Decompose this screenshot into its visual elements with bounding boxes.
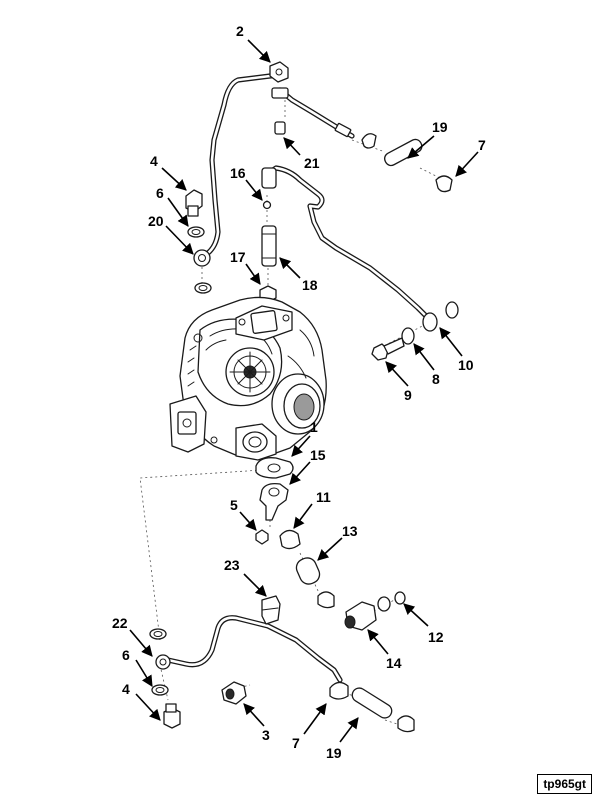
- clamp-part-7-lower: [329, 681, 349, 700]
- gasket-part-1: [255, 457, 294, 479]
- washer-part-22: [149, 628, 167, 640]
- callout-2: 2: [236, 23, 244, 39]
- tube-bracket-part-23: [261, 595, 281, 625]
- oring-part-12b: [394, 591, 406, 605]
- callout-18: 18: [302, 277, 318, 293]
- callout-6-lower: 6: [122, 647, 130, 663]
- capscrew-part-5: [255, 529, 269, 545]
- sleeve-part-21: [274, 121, 286, 135]
- callout-23: 23: [224, 557, 240, 573]
- upper-supply-tube: [199, 72, 355, 260]
- oring-part-16: [262, 200, 272, 210]
- banjo-fitting-right: [422, 312, 438, 332]
- callout-10: 10: [458, 357, 474, 373]
- callout-14: 14: [386, 655, 402, 671]
- washer-part-6-lower: [151, 684, 169, 696]
- callout-21: 21: [304, 155, 320, 171]
- callout-13: 13: [342, 523, 358, 539]
- callout-16: 16: [230, 165, 246, 181]
- callout-7-lower: 7: [292, 735, 300, 751]
- callout-7-upper: 7: [478, 137, 486, 153]
- callout-4-upper: 4: [150, 153, 158, 169]
- clamp-part-11: [279, 529, 301, 550]
- bolt-part-9: [371, 343, 389, 361]
- callout-19-lower: 19: [326, 745, 342, 761]
- callout-6-upper: 6: [156, 185, 164, 201]
- nut-part-2: [269, 61, 289, 83]
- oring-part-12a: [377, 596, 391, 612]
- callout-4-lower: 4: [122, 681, 130, 697]
- lower-return-tube: [165, 595, 343, 683]
- callout-12: 12: [428, 629, 444, 645]
- callout-5: 5: [230, 497, 238, 513]
- adapter-part-18: [261, 225, 277, 267]
- banjo-part-20: [193, 249, 211, 267]
- drain-parts: [255, 457, 406, 631]
- clamp-part-7-upper-b: [435, 175, 453, 193]
- turbocharger-body: [169, 296, 327, 461]
- drain-adapter-part-15: [259, 482, 289, 521]
- tube-bracket: [271, 87, 289, 99]
- hose-part-19-lower: [351, 687, 393, 719]
- callout-leaders: [129, 39, 479, 743]
- callout-22: 22: [112, 615, 128, 631]
- callout-9: 9: [404, 387, 412, 403]
- clamp-part-7-upper-a: [361, 133, 377, 149]
- callout-15: 15: [310, 447, 326, 463]
- washer-part-8: [401, 327, 415, 345]
- callout-8: 8: [432, 371, 440, 387]
- washer-part-6-upper: [187, 226, 205, 238]
- hose-part-19-upper: [383, 138, 423, 167]
- coolant-return-tube: [261, 165, 431, 321]
- washer-part-10: [445, 301, 459, 319]
- callout-19-upper: 19: [432, 119, 448, 135]
- figure-id-label: tp965gt: [537, 774, 592, 794]
- callout-3: 3: [262, 727, 270, 743]
- hose-part-13: [295, 557, 321, 585]
- callout-11: 11: [316, 489, 331, 505]
- callout-20: 20: [148, 213, 164, 229]
- callout-labels: 2 21 19 7 4 6 20 16 17 18 10 8 9 1 15 5 …: [112, 23, 486, 761]
- upper-parts: [185, 61, 459, 361]
- lower-parts: [149, 628, 415, 733]
- callout-1: 1: [310, 419, 318, 435]
- tube-fitting: [261, 167, 277, 189]
- callout-17: 17: [230, 249, 246, 265]
